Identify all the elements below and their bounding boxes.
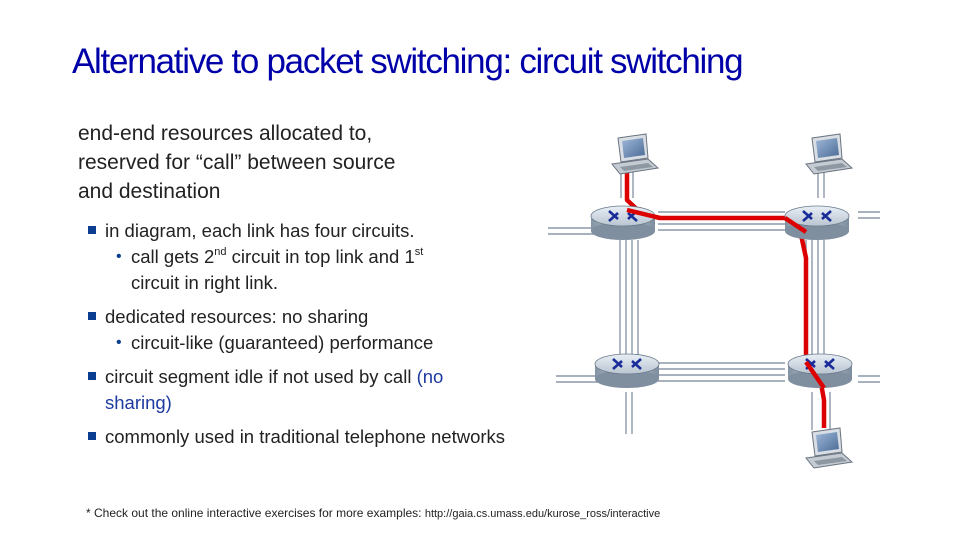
- dot-bullet-icon: •: [116, 334, 122, 351]
- bullet-continuation: sharing): [105, 392, 172, 413]
- left-link: [619, 240, 639, 356]
- slide-title: Alternative to packet switching: circuit…: [72, 42, 744, 81]
- superscript: st: [414, 246, 424, 258]
- circuit-path: [624, 168, 827, 428]
- square-bullet-icon: [88, 432, 96, 440]
- bullet-item: commonly used in traditional telephone n…: [88, 424, 608, 450]
- bullet-list: in diagram, each link has four circuits.…: [88, 218, 608, 450]
- intro-line: end-end resources allocated to,: [78, 122, 373, 145]
- sub-bullet-continuation: circuit in right link.: [131, 272, 279, 293]
- bullet-text: dedicated resources: no sharing: [105, 306, 369, 327]
- footnote-link[interactable]: http://gaia.cs.umass.edu/kurose_ross/int…: [424, 508, 661, 520]
- sub-bullet-item: • call gets 2nd circuit in top link and …: [88, 244, 608, 270]
- right-link: [805, 240, 825, 356]
- top-link: [658, 211, 785, 231]
- bullet-text-highlight: (no: [416, 366, 444, 387]
- sub-bullet-text: circuit-like (guaranteed) performance: [131, 332, 434, 353]
- superscript: nd: [214, 246, 227, 258]
- bullet-text: circuit segment idle if not used by call: [105, 366, 417, 387]
- sub-bullet-text: call gets 2: [131, 246, 215, 267]
- footnote-text: * Check out the online interactive exerc…: [86, 506, 425, 520]
- square-bullet-icon: [88, 372, 96, 380]
- intro-line: reserved for “call” between source: [78, 151, 396, 174]
- laptop-icon: [805, 427, 854, 469]
- bullet-item: circuit segment idle if not used by call…: [88, 364, 608, 390]
- dot-bullet-icon: •: [116, 248, 122, 265]
- square-bullet-icon: [88, 312, 96, 320]
- intro-line: and destination: [78, 180, 221, 203]
- bullet-text: in diagram, each link has four circuits.: [105, 220, 415, 241]
- router-icon: [594, 353, 660, 388]
- footnote: * Check out the online interactive exerc…: [86, 506, 766, 521]
- sub-bullet-item: • circuit-like (guaranteed) performance: [88, 330, 608, 356]
- stub-links: [548, 168, 880, 434]
- intro-text: end-end resources allocated to, reserved…: [78, 119, 518, 206]
- bullet-item: dedicated resources: no sharing: [88, 304, 608, 330]
- bullet-item: in diagram, each link has four circuits.: [88, 218, 608, 244]
- bullet-text: commonly used in traditional telephone n…: [105, 426, 506, 447]
- bottom-link: [658, 362, 785, 382]
- sub-bullet-text: circuit in top link and 1: [226, 246, 415, 267]
- laptop-icon: [805, 133, 854, 175]
- router-icon: [590, 205, 656, 240]
- laptop-icon: [611, 133, 660, 175]
- square-bullet-icon: [88, 226, 96, 234]
- router-icon: [787, 353, 853, 388]
